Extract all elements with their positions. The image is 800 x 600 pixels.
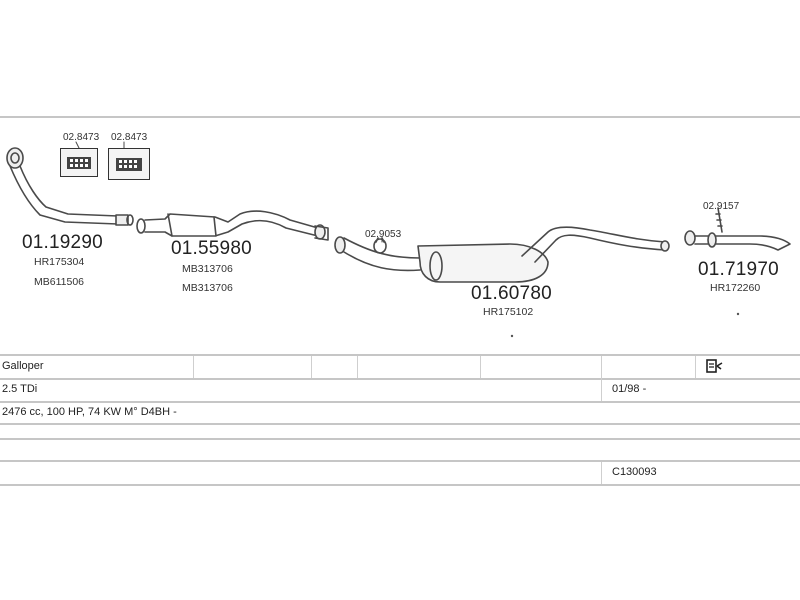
vehicle-code: C130093 xyxy=(612,466,657,478)
table-line-4 xyxy=(0,423,800,425)
front-pipe-drawing xyxy=(6,147,134,226)
kit-box-a[interactable] xyxy=(60,148,98,177)
table-line-2 xyxy=(0,378,800,380)
vehicle-model: Galloper xyxy=(2,360,44,372)
vehicle-date: 01/98 - xyxy=(612,383,647,395)
clamp-a-number[interactable]: 02.9053 xyxy=(365,229,402,240)
table-col-divider-7 xyxy=(601,462,602,484)
table-col-divider-6 xyxy=(695,356,696,378)
table-col-divider-4 xyxy=(480,356,481,378)
table-col-divider-5 xyxy=(601,356,602,401)
top-divider xyxy=(0,116,800,118)
table-col-divider-2 xyxy=(311,356,312,378)
vehicle-specs: 2476 cc, 100 HP, 74 KW M° D4BH - xyxy=(2,406,177,418)
part-ref-rear-muffler-1: HR175102 xyxy=(483,306,534,318)
part-ref-front-pipe-2: MB611506 xyxy=(34,276,85,288)
clamp-b-drawing xyxy=(715,207,723,233)
clamp-b-number[interactable]: 02.9157 xyxy=(703,201,740,212)
kit-b-number[interactable]: 02.8473 xyxy=(111,132,148,143)
document-arrow-icon[interactable] xyxy=(705,358,725,376)
tail-pipe-drawing xyxy=(684,230,791,251)
table-col-divider-3 xyxy=(357,356,358,378)
clamp-a-drawing xyxy=(373,237,387,254)
table-col-divider-1 xyxy=(193,356,194,378)
vehicle-engine: 2.5 TDi xyxy=(2,383,38,395)
table-line-3 xyxy=(0,401,800,403)
table-line-7 xyxy=(0,484,800,486)
table-line-5 xyxy=(0,438,800,440)
exhaust-system-diagram xyxy=(6,141,791,338)
part-number-rear-muffler[interactable]: 01.60780 xyxy=(471,283,552,304)
parts-kit-box-icon xyxy=(67,157,91,169)
part-number-middle-pipe[interactable]: 01.55980 xyxy=(171,238,252,259)
kit-a-number[interactable]: 02.8473 xyxy=(63,132,100,143)
rear-muffler-drawing xyxy=(334,226,670,283)
table-line-6 xyxy=(0,460,800,462)
part-ref-front-pipe-1: HR175304 xyxy=(34,256,85,268)
parts-kit-box-icon xyxy=(116,158,142,171)
part-ref-tail-pipe-1: HR172260 xyxy=(710,282,761,294)
part-ref-middle-pipe-2: MB313706 xyxy=(182,282,233,294)
part-number-tail-pipe[interactable]: 01.71970 xyxy=(698,259,779,280)
table-line-1 xyxy=(0,354,800,356)
part-ref-middle-pipe-1: MB313706 xyxy=(182,263,233,275)
kit-box-b[interactable] xyxy=(108,148,150,180)
middle-pipe-drawing xyxy=(136,210,329,241)
part-number-front-pipe[interactable]: 01.19290 xyxy=(22,232,103,253)
